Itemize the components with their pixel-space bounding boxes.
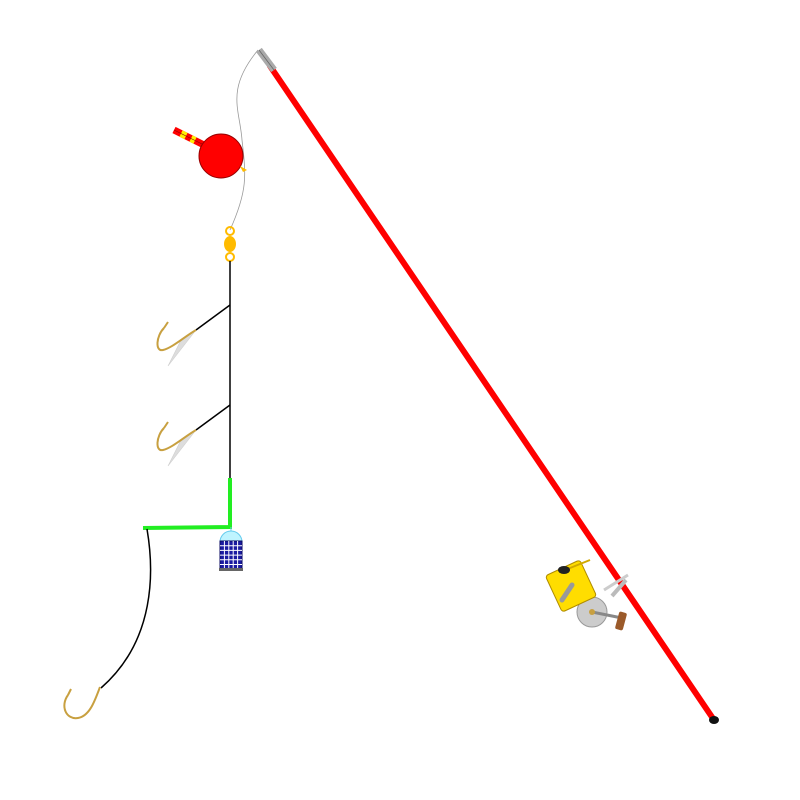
boom-arm <box>142 478 232 530</box>
swivel-bottom-eye <box>225 252 235 262</box>
dropper-line <box>195 404 231 431</box>
swivel-barrel <box>224 236 236 252</box>
fishing-rod <box>256 47 719 724</box>
reel-handle-arm <box>559 582 575 603</box>
dropper-hook-2 <box>156 404 231 467</box>
swivel-top-eye <box>225 226 235 236</box>
rod-butt-cap <box>709 716 719 724</box>
feeder-base <box>219 568 243 571</box>
reel-icon <box>545 559 629 631</box>
hook-icon <box>63 686 101 720</box>
hook-icon <box>156 421 197 452</box>
trailing-line <box>100 528 152 689</box>
reel-hub <box>589 609 595 615</box>
rod-icon <box>267 63 717 723</box>
boom <box>142 478 232 530</box>
hook-icon <box>156 321 197 352</box>
float-icon <box>172 126 247 179</box>
float-stem <box>240 166 247 172</box>
float-antenna-outline <box>173 129 207 147</box>
hook-lure <box>167 329 197 367</box>
dropper-hook-1 <box>156 304 231 367</box>
feeder-mesh <box>220 541 242 569</box>
reel-line-spool-top <box>558 566 570 574</box>
feeder-cap <box>219 530 243 543</box>
reel-handle-knob <box>615 611 627 631</box>
rod-tip-outline <box>258 49 275 71</box>
trailing-hook <box>63 528 152 720</box>
swivel-icon <box>224 226 236 262</box>
fishing-line <box>229 49 259 231</box>
reel-crank <box>591 610 623 620</box>
hook-lure <box>167 429 197 467</box>
feeder-icon <box>219 527 243 571</box>
dropper-line <box>195 304 231 331</box>
float-body <box>198 133 244 179</box>
reel-foot <box>610 578 628 598</box>
reel-bail-arm <box>603 573 629 592</box>
